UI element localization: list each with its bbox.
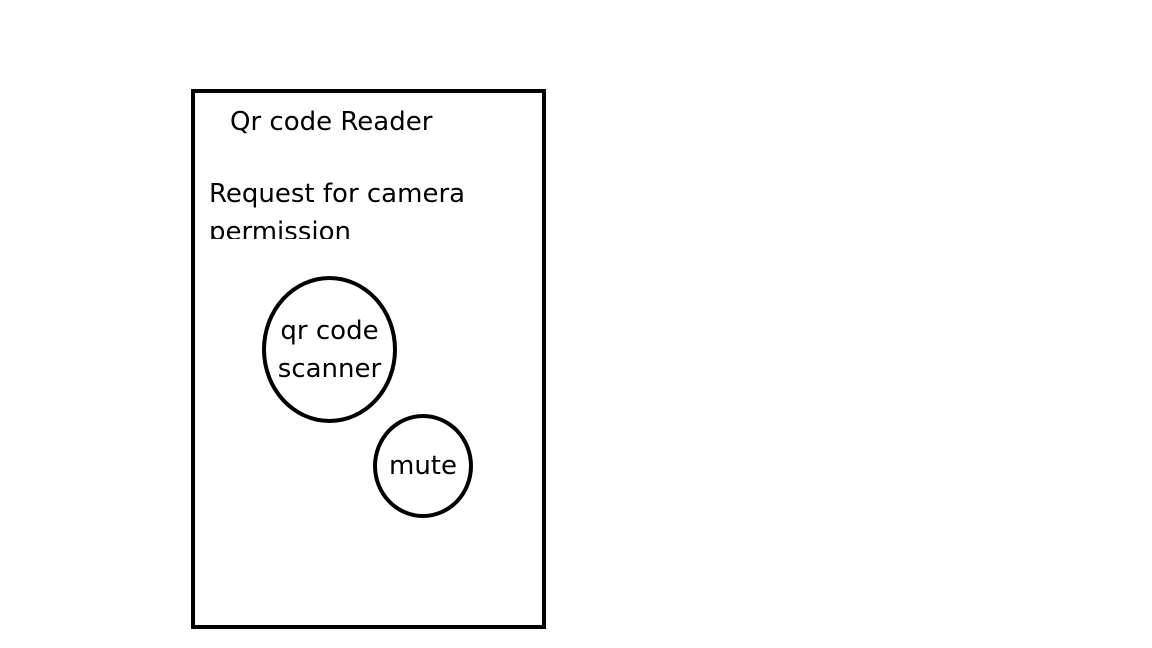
app-title: Qr code Reader [230, 107, 433, 137]
mute-button[interactable]: mute [373, 414, 473, 518]
permission-text-line-1: Request for camera [209, 179, 466, 209]
mute-button-label: mute [389, 451, 457, 481]
camera-permission-request[interactable]: Request for camera permission [209, 175, 509, 239]
scanner-button-label-line-2: scanner [277, 353, 382, 384]
qr-code-scanner-button[interactable]: qr code scanner [262, 276, 397, 423]
phone-screen-frame: Qr code Reader Request for camera permis… [191, 89, 546, 629]
permission-text-line-2: permission [209, 217, 351, 239]
scanner-button-label-line-1: qr code [280, 315, 379, 346]
